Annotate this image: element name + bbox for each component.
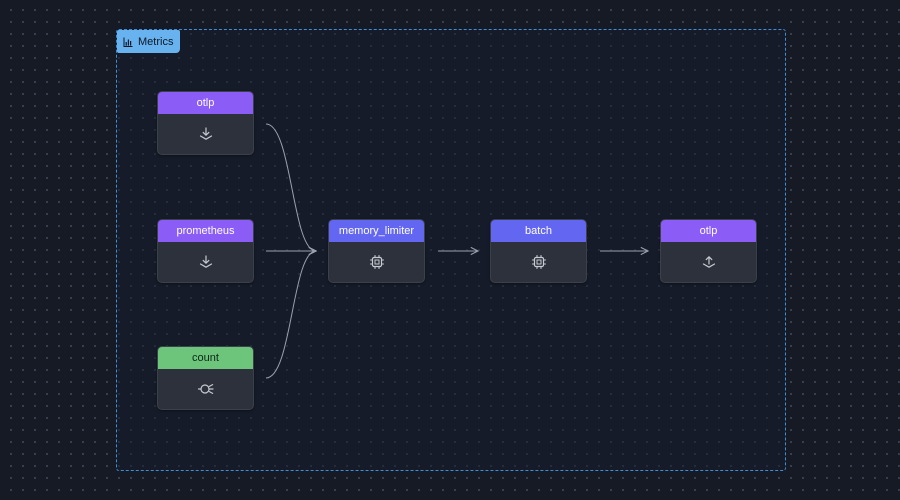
- processor-memory-limiter-node[interactable]: memory_limiter: [328, 219, 425, 283]
- receiver-prometheus-node[interactable]: prometheus: [157, 219, 254, 283]
- node-title: batch: [491, 220, 586, 242]
- download-tray-icon: [199, 255, 212, 268]
- node-title: prometheus: [158, 220, 253, 242]
- bar-chart-icon: [123, 37, 133, 47]
- metrics-group-tag[interactable]: Metrics: [117, 30, 181, 53]
- edge-otlp-to-memory-limiter: [265, 123, 316, 251]
- node-title: count: [158, 347, 253, 369]
- node-title: otlp: [661, 220, 756, 242]
- cpu-chip-icon: [531, 254, 546, 270]
- group-label: Metrics: [138, 35, 174, 48]
- processor-batch-node[interactable]: batch: [490, 219, 587, 283]
- exporter-otlp-node[interactable]: otlp: [660, 219, 757, 283]
- upload-tray-icon: [702, 256, 715, 268]
- node-title: otlp: [158, 92, 253, 114]
- receiver-otlp-node[interactable]: otlp: [157, 91, 254, 155]
- download-tray-icon: [199, 127, 212, 140]
- connector-count-node[interactable]: count: [157, 346, 254, 410]
- edge-count-to-memory-limiter: [265, 251, 316, 379]
- connector-icon: [197, 384, 214, 394]
- cpu-chip-icon: [369, 254, 384, 270]
- node-title: memory_limiter: [329, 220, 424, 242]
